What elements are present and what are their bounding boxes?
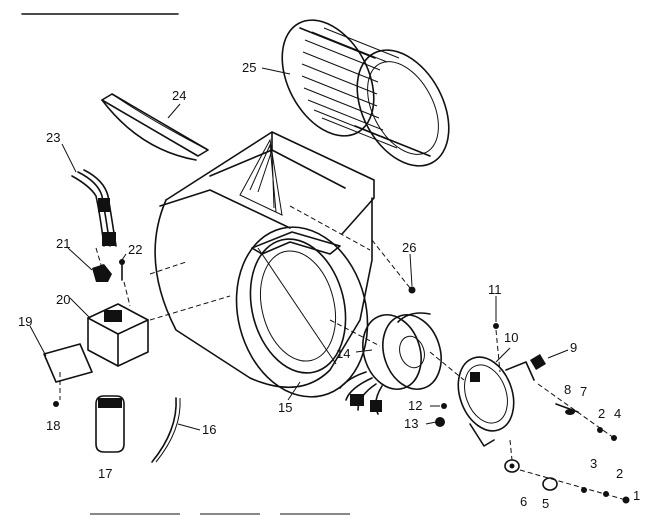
washer-2-upper <box>597 427 603 433</box>
callout-15: 15 <box>278 400 292 415</box>
nut-5 <box>542 477 558 491</box>
callout-14: 14 <box>336 346 350 361</box>
callout-25: 25 <box>242 60 256 75</box>
callout-10: 10 <box>504 330 518 345</box>
callout-5: 5 <box>542 496 549 511</box>
callout-16: 16 <box>202 422 216 437</box>
clip-9 <box>530 354 546 370</box>
capacitor-strap <box>151 397 181 463</box>
bolt-1 <box>622 496 630 504</box>
screw-11 <box>493 323 499 329</box>
screw-12 <box>441 403 447 409</box>
blower-motor <box>339 312 442 415</box>
callout-11: 11 <box>488 282 502 297</box>
callout-22: 22 <box>128 242 142 257</box>
callout-19: 19 <box>18 314 32 329</box>
callout-18: 18 <box>46 418 60 433</box>
nut-13 <box>435 417 445 427</box>
washer-8 <box>565 409 575 415</box>
wire-harness <box>71 169 117 247</box>
callout-17: 17 <box>98 466 112 481</box>
callout-1: 1 <box>633 488 640 503</box>
cover-plate-19 <box>43 343 93 383</box>
callout-21: 21 <box>56 236 70 251</box>
relay-21 <box>92 264 112 282</box>
callout-24: 24 <box>172 88 186 103</box>
callout-13: 13 <box>404 416 418 431</box>
callout-2-lower: 2 <box>616 466 623 481</box>
callout-4: 4 <box>614 406 621 421</box>
callout-23: 23 <box>46 130 60 145</box>
control-box <box>87 303 149 367</box>
callout-20: 20 <box>56 292 70 307</box>
callout-3: 3 <box>590 456 597 471</box>
leader-lines <box>29 67 569 431</box>
callout-8: 8 <box>564 382 571 397</box>
callout-7: 7 <box>580 384 587 399</box>
screw-22 <box>119 259 125 281</box>
callout-2-upper: 2 <box>598 406 605 421</box>
capacitor <box>95 395 125 453</box>
blower-housing <box>154 131 375 398</box>
blower-wheel <box>281 19 450 167</box>
motor-mount <box>457 356 535 447</box>
screw-26 <box>408 286 416 294</box>
callout-9: 9 <box>570 340 577 355</box>
callout-6: 6 <box>520 494 527 509</box>
callout-26: 26 <box>402 240 416 255</box>
screw-18 <box>53 401 59 407</box>
cutoff-plate <box>101 93 209 161</box>
assembly-lines <box>59 205 627 501</box>
callout-labels: 1 2 2 3 4 5 6 7 8 9 10 11 12 13 14 15 16… <box>18 60 640 511</box>
callout-12: 12 <box>408 398 422 413</box>
nut-6 <box>504 459 520 473</box>
